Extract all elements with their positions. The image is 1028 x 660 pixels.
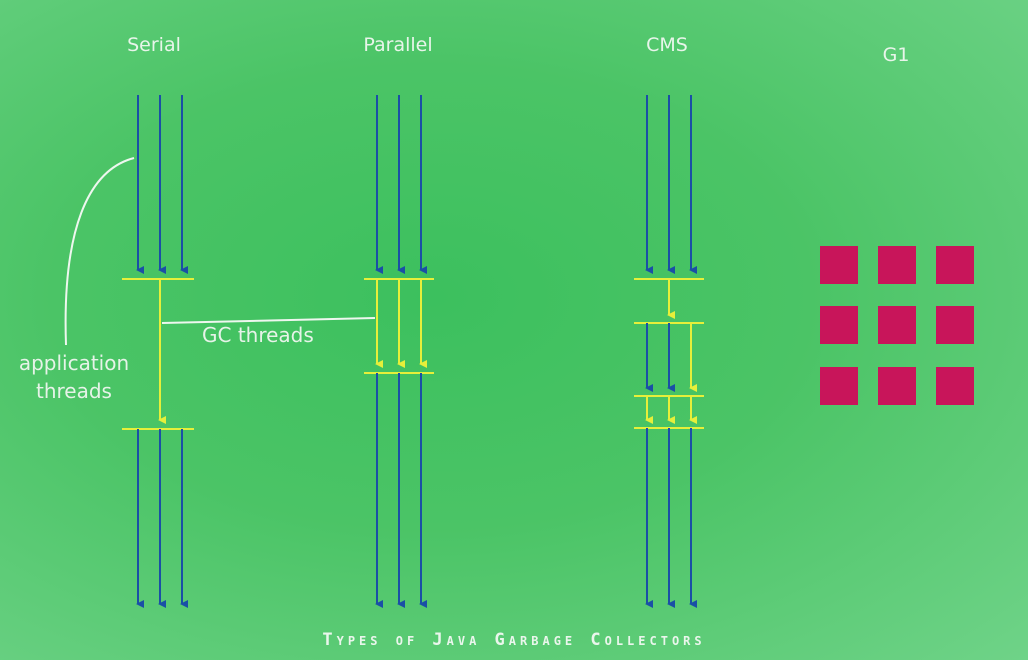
parallel-app-threads-bottom [375, 373, 427, 608]
gc-threads-callout-line [161, 317, 376, 324]
collector-title-g1: G1 [882, 44, 910, 66]
gc-threads-label: GC threads [202, 323, 314, 347]
g1-region [936, 306, 974, 344]
parallel-gc-phase [364, 278, 434, 374]
slide-caption: Types of Java Garbage Collectors [322, 630, 706, 650]
g1-region [820, 306, 858, 344]
g1-region [820, 246, 858, 284]
cms-app-threads-middle [645, 323, 675, 392]
application-threads-label: application threads [6, 349, 142, 405]
g1-region [820, 367, 858, 405]
application-threads-label-line2: threads [36, 379, 112, 403]
g1-region [878, 246, 916, 284]
cms-app-threads-top [645, 95, 697, 274]
collector-title-serial: Serial [127, 34, 181, 56]
cms-app-threads-bottom [645, 428, 697, 608]
collector-title-cms: CMS [646, 34, 688, 56]
g1-region [878, 306, 916, 344]
g1-region [936, 367, 974, 405]
serial-app-threads-top [136, 95, 188, 274]
collector-title-parallel: Parallel [363, 34, 433, 56]
g1-region [936, 246, 974, 284]
parallel-app-threads-top [375, 95, 427, 274]
application-threads-callout-line [64, 157, 135, 346]
g1-region [878, 367, 916, 405]
serial-app-threads-bottom [136, 429, 188, 608]
application-threads-label-line1: application [18, 351, 130, 375]
